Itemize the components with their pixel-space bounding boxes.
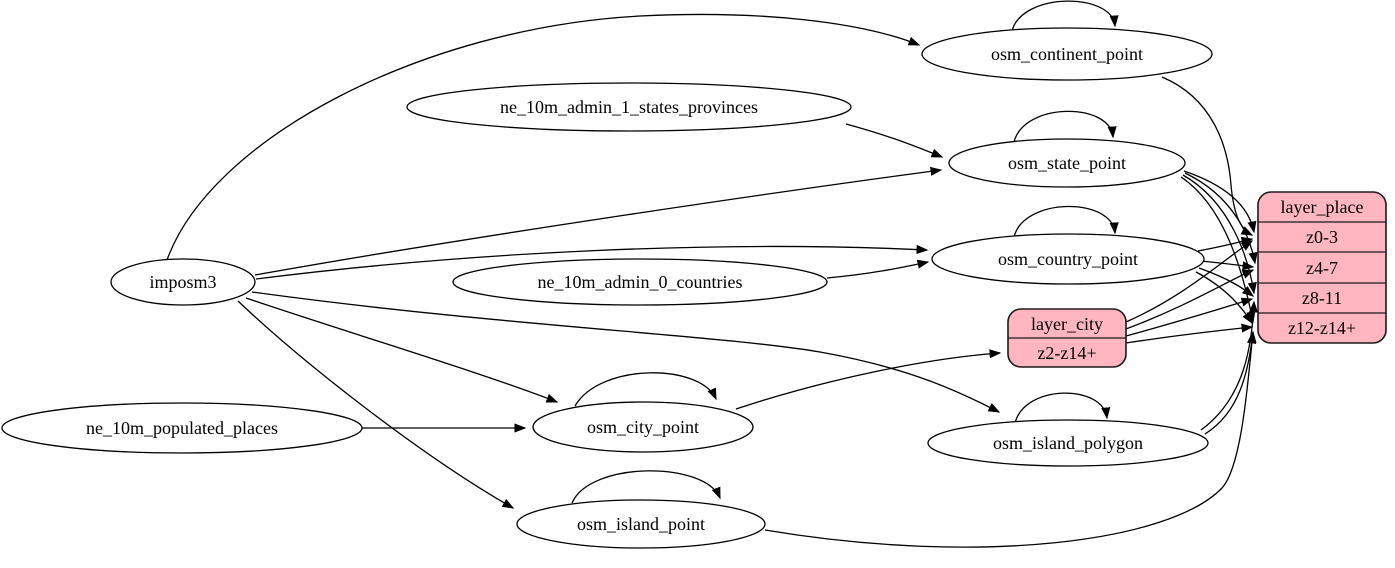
osm_continent_point-ellipse xyxy=(921,27,1213,81)
ne_10m_admin_1_states_provinces-label: ne_10m_admin_1_states_provinces xyxy=(500,97,758,117)
osm_country_point-ellipse xyxy=(931,233,1205,285)
selfloop-osm_city_point xyxy=(574,372,717,407)
node-osm_country_point: osm_country_point xyxy=(931,233,1205,285)
layer_city-row-z2-z14: z2-z14+ xyxy=(1037,343,1096,363)
layer_place-box xyxy=(1257,191,1387,344)
osm_country_point-label: osm_country_point xyxy=(998,249,1138,269)
edge-osm_island_polygon-layer_place-z12-z14 xyxy=(1204,331,1257,435)
edge-osm_state_point-layer_place-z4-7 xyxy=(1184,172,1258,265)
node-ne_10m_admin_0_countries: ne_10m_admin_0_countries xyxy=(452,258,828,306)
ne_10m_populated_places-ellipse xyxy=(1,402,363,454)
selfloop-osm_island_polygon xyxy=(1014,392,1111,424)
edge-layer_city-layer_place-z0-3 xyxy=(1125,240,1254,323)
edge-ne_10m_admin_0_countries-osm_country_point xyxy=(826,259,930,279)
osm_city_point-label: osm_city_point xyxy=(587,417,699,437)
edge-imposm3-osm_island_polygon xyxy=(251,291,1001,413)
imposm3-label: imposm3 xyxy=(149,272,216,292)
osm_continent_point-label: osm_continent_point xyxy=(991,44,1143,64)
edge-osm_state_point-layer_place-z0-3 xyxy=(1183,170,1257,234)
edge-osm_country_point-layer_place-z12-z14 xyxy=(1195,271,1253,325)
edge-layer xyxy=(166,0,1259,548)
layer_place-row-z8-11: z8-11 xyxy=(1302,288,1342,308)
osm_state_point-label: osm_state_point xyxy=(1008,153,1126,173)
layer_city-title: layer_city xyxy=(1031,314,1103,334)
layer_place-row-z12-z14: z12-z14+ xyxy=(1288,318,1356,338)
edge-ne_10m_admin_1_states_provinces-osm_state_point xyxy=(845,123,944,158)
edge-osm_island_polygon-layer_place-z8-11 xyxy=(1200,300,1259,431)
node-imposm3: imposm3 xyxy=(110,258,256,306)
osm_island_polygon-ellipse xyxy=(927,419,1209,467)
edge-osm_city_point-layer_city xyxy=(735,349,1002,410)
node-ne_10m_populated_places: ne_10m_populated_places xyxy=(1,402,363,454)
osm_island_point-ellipse xyxy=(516,499,766,549)
imposm3-ellipse xyxy=(110,258,256,306)
edge-layer_city-layer_place-z4-7 xyxy=(1125,269,1255,330)
edge-imposm3-osm_state_point xyxy=(254,166,943,276)
selfloop-osm_island_point xyxy=(571,470,721,504)
ne_10m_populated_places-label: ne_10m_populated_places xyxy=(86,418,278,438)
layer_place-row-z4-7: z4-7 xyxy=(1306,258,1338,278)
osm_island_point-label: osm_island_point xyxy=(577,514,705,534)
selfloop-osm_state_point xyxy=(1013,110,1117,143)
ne_10m_admin_0_countries-ellipse xyxy=(452,258,828,306)
edge-osm_country_point-layer_place-z4-7 xyxy=(1200,260,1255,271)
layer_place-title: layer_place xyxy=(1281,197,1364,217)
osm_city_point-ellipse xyxy=(532,401,754,453)
node-osm_city_point: osm_city_point xyxy=(532,401,754,453)
ne_10m_admin_0_countries-label: ne_10m_admin_0_countries xyxy=(538,272,743,292)
node-osm_state_point: osm_state_point xyxy=(948,138,1186,188)
edge-osm_country_point-layer_place-z0-3 xyxy=(1197,236,1254,252)
edge-imposm3-osm_country_point xyxy=(255,244,929,280)
edge-imposm3-osm_city_point xyxy=(245,297,559,403)
edge-layer_city-layer_place-z12-z14 xyxy=(1125,323,1254,344)
selfloop-osm_country_point xyxy=(1013,205,1119,238)
osm_island_polygon-label: osm_island_polygon xyxy=(993,433,1143,453)
node-ne_10m_admin_1_states_provinces: ne_10m_admin_1_states_provinces xyxy=(406,82,852,132)
node-layer_place: layer_place z0-3 z4-7 z8-11 z12-z14+ xyxy=(1257,191,1387,344)
node-osm_island_point: osm_island_point xyxy=(516,499,766,549)
selfloop-osm_continent_point xyxy=(1011,0,1119,32)
node-layer_city: layer_city z2-z14+ xyxy=(1007,308,1127,368)
node-osm_continent_point: osm_continent_point xyxy=(921,27,1213,81)
edge-osm_state_point-layer_place-z8-11 xyxy=(1182,174,1257,295)
layer_place-row-z0-3: z0-3 xyxy=(1306,227,1338,247)
edge-osm_country_point-layer_place-z8-11 xyxy=(1198,267,1255,297)
edge-osm_island_point-layer_place-z12-z14 xyxy=(764,330,1257,548)
ne_10m_admin_1_states_provinces-ellipse xyxy=(406,82,852,132)
edge-imposm3-osm_continent_point xyxy=(166,13,921,261)
edge-layer_city-layer_place-z8-11 xyxy=(1125,297,1254,337)
node-osm_island_polygon: osm_island_polygon xyxy=(927,419,1209,467)
edge-imposm3-osm_island_point xyxy=(237,300,515,509)
osm_state_point-ellipse xyxy=(948,138,1186,188)
